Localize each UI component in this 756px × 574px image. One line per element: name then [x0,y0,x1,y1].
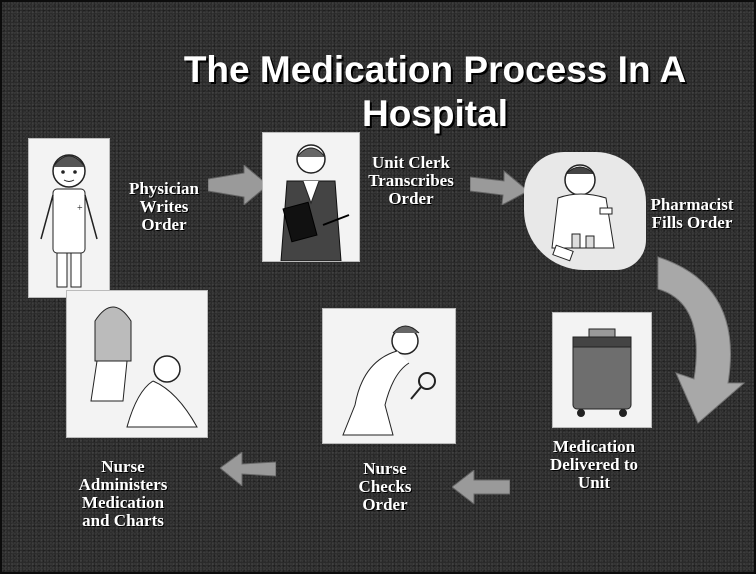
arrow-left-icon [220,452,276,486]
medication-cart-illustration [552,312,652,428]
step-nurse-administers-label: Nurse Administers Medication and Charts [78,457,168,530]
slide-title: The Medication Process In A Hospital [183,49,687,134]
nurse-administers-illustration [66,290,208,438]
step-clerk-label: Unit Clerk Transcribes Order [368,153,454,208]
physician-illustration: + [28,138,110,298]
step-pharmacist-label: Pharmacist Fills Order [650,195,734,232]
step-delivered-label: Medication Delivered to Unit [550,437,638,492]
step-physician-label: Physician Writes Order [129,179,199,234]
arrow-right-icon [470,169,528,205]
arrow-right-icon [208,165,268,205]
curved-arrow-down-icon [657,256,746,424]
pharmacist-illustration [524,152,646,270]
svg-text:+: + [77,203,83,214]
step-nurse-checks-label: Nurse Checks Order [358,459,412,514]
arrow-left-icon [452,470,510,504]
clerk-illustration [262,132,360,262]
nurse-checks-illustration [322,308,456,444]
